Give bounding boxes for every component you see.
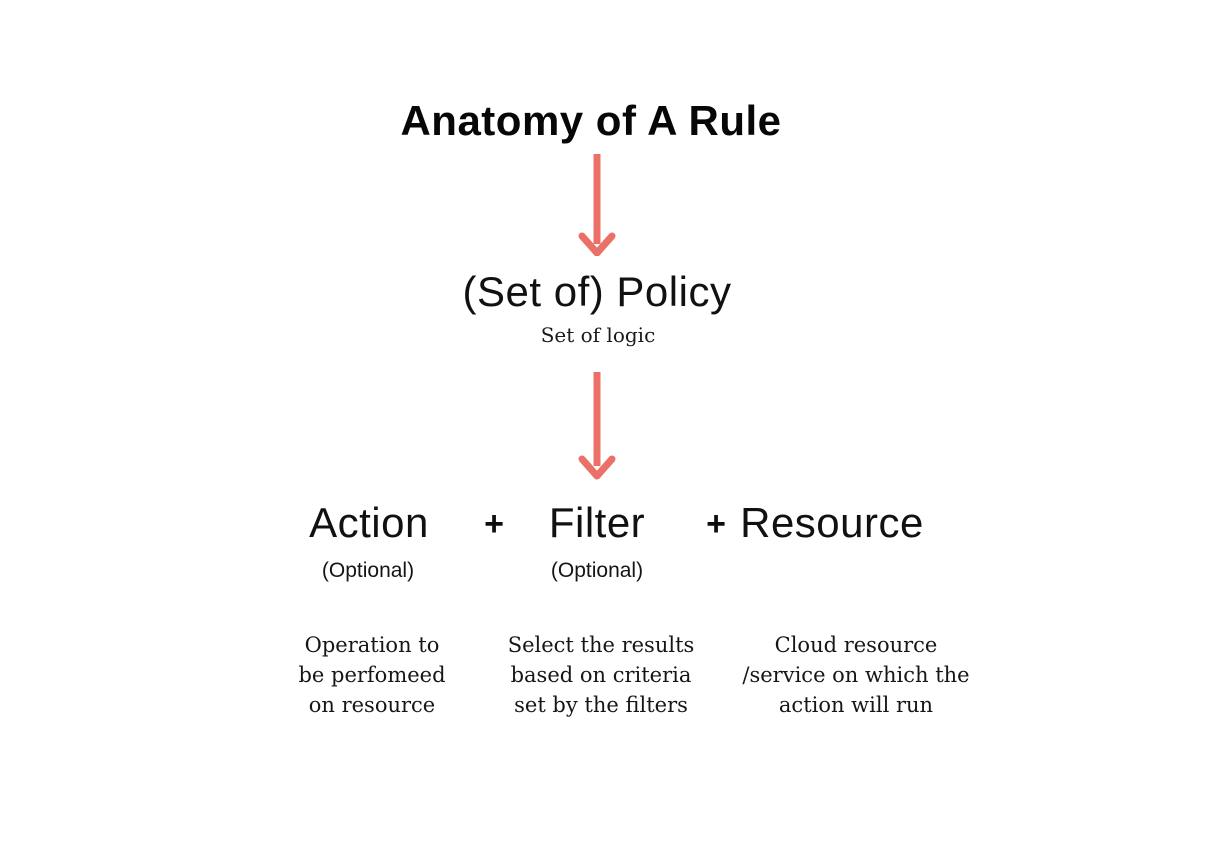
description-resource: Cloud resource /service on which the act… [742,633,970,717]
policy-sublabel: Set of logic [540,323,656,347]
component-label-filter: Filter [548,499,646,546]
component-label-resource: Resource [740,499,924,546]
down-arrow-icon-1 [578,154,616,256]
description-filter: Select the results based on criteria set… [507,633,695,717]
down-arrow-icon-2 [578,372,616,480]
optional-label-action: (Optional) [321,559,415,582]
policy-label: (Set of) Policy [462,268,732,315]
component-label-action: Action [309,499,429,546]
description-action: Operation to be perfomeed on resource [298,633,446,717]
diagram-title: Anatomy of A Rule [400,97,782,144]
plus-sign-1: + [484,505,504,543]
optional-label-filter: (Optional) [550,559,644,582]
plus-sign-2: + [706,505,726,543]
